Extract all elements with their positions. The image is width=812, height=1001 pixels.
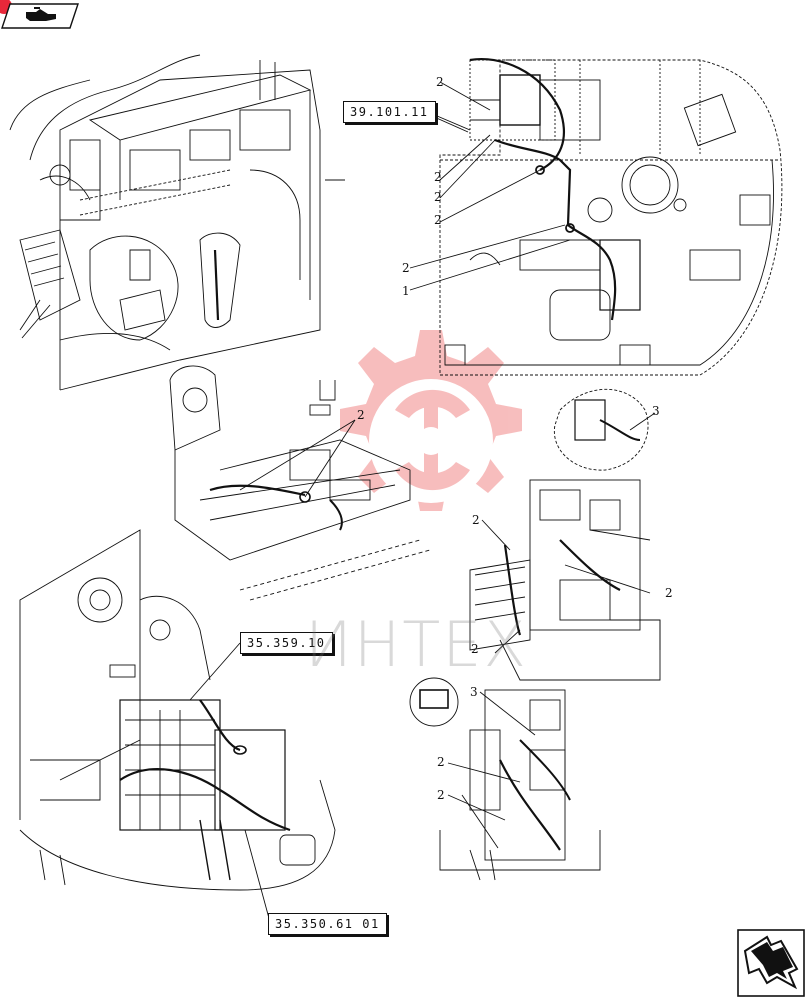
prev-page-button[interactable]: [0, 0, 80, 30]
callout-label: 2: [434, 213, 442, 227]
control-valve-block-upper: [469, 479, 661, 681]
callout-label: 2: [471, 642, 479, 656]
lower-valve-assembly: [19, 529, 336, 923]
arrow-corner-icon: [737, 929, 805, 997]
callout-label: 3: [652, 404, 660, 418]
next-page-button[interactable]: [737, 929, 805, 997]
watermark-gear-icon: [340, 330, 522, 511]
callout-label: 2: [472, 513, 480, 527]
ref-box-35-350-61-01[interactable]: 35.350.61 01: [268, 913, 387, 935]
callout-label: 3: [470, 685, 478, 699]
callout-label: 2: [434, 190, 442, 204]
callout-label: 2: [357, 408, 365, 422]
ref-box-35-359-10[interactable]: 35.359.10: [240, 632, 333, 654]
upper-frame-assembly: [9, 54, 345, 391]
callout-label: 2: [665, 586, 673, 600]
hand-pointer-icon: [0, 0, 79, 29]
watermark-text: ИНТЕХ: [305, 608, 528, 681]
chassis-plan-view: [439, 58, 783, 376]
center-bracket-assembly: [169, 365, 431, 601]
detail-inset-circle: [553, 388, 656, 471]
callout-label: 2: [402, 261, 410, 275]
callout-label: 2: [437, 788, 445, 802]
callout-label: 2: [434, 170, 442, 184]
callout-label: 2: [437, 755, 445, 769]
callout-label: 1: [402, 284, 410, 298]
ref-box-39-101-11[interactable]: 39.101.11: [343, 101, 436, 123]
callout-label: 2: [436, 75, 444, 89]
control-valve-block-lower: [409, 677, 601, 881]
